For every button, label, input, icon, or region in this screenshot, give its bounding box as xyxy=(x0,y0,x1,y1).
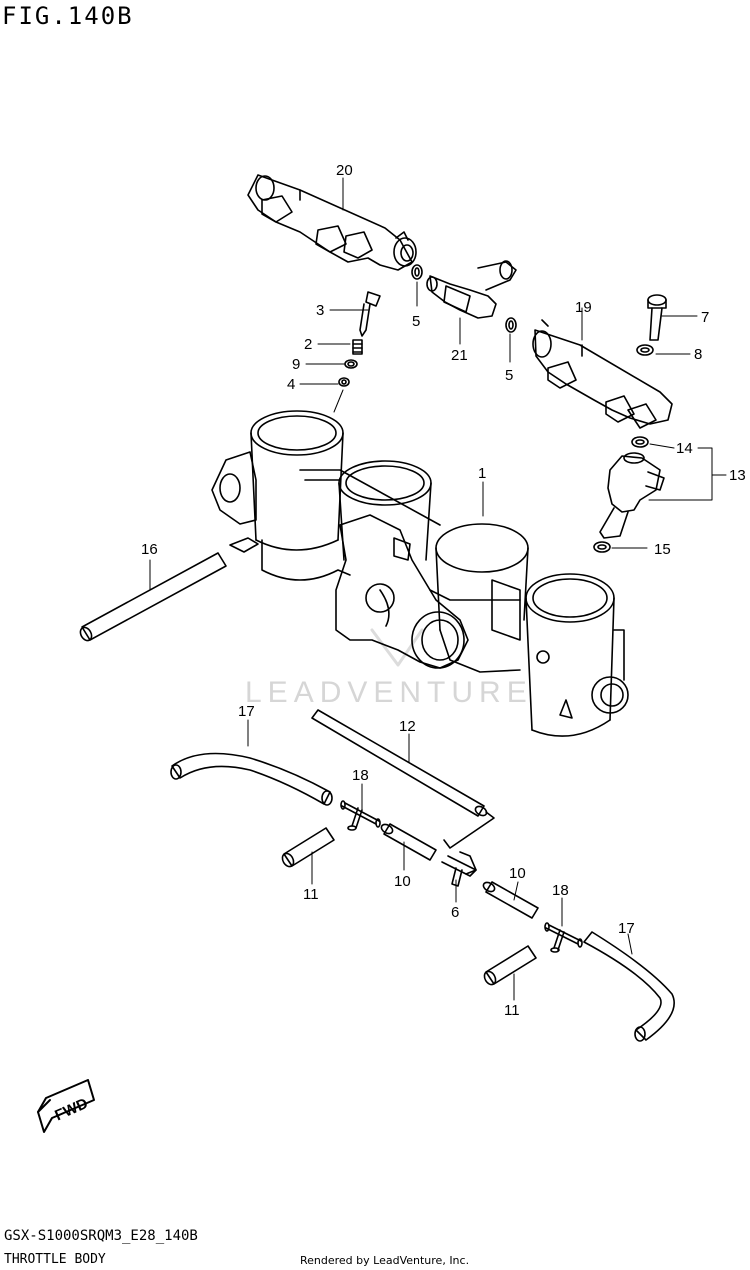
hose-11a[interactable] xyxy=(280,827,335,869)
hose-17a[interactable] xyxy=(170,752,333,806)
callout-11a: 11 xyxy=(303,886,319,903)
callout-18b: 18 xyxy=(552,882,569,899)
callout-11b: 11 xyxy=(504,1002,520,1019)
callout-12: 12 xyxy=(399,718,416,735)
rendered-by: Rendered by LeadVenture, Inc. xyxy=(300,1254,470,1267)
callout-4: 4 xyxy=(287,376,295,393)
fwd-label: FWD xyxy=(52,1095,90,1124)
hose-16[interactable] xyxy=(78,552,227,643)
callout-17a: 17 xyxy=(238,703,255,720)
hose-17b[interactable] xyxy=(583,931,675,1042)
washer-8[interactable] xyxy=(636,344,654,356)
callout-8: 8 xyxy=(694,346,702,363)
callout-20: 20 xyxy=(336,162,353,179)
bolt-7[interactable] xyxy=(647,294,667,341)
screw-3[interactable] xyxy=(359,291,381,337)
callout-7: 7 xyxy=(701,309,709,326)
callout-3: 3 xyxy=(316,302,324,319)
hose-12[interactable] xyxy=(311,709,495,849)
callout-9: 9 xyxy=(292,356,300,373)
callout-5b: 5 xyxy=(505,367,513,384)
callout-17b: 17 xyxy=(618,920,635,937)
callout-10a: 10 xyxy=(394,873,411,890)
section-name: THROTTLE BODY xyxy=(4,1252,106,1267)
callout-2: 2 xyxy=(304,336,312,353)
o-ring-14[interactable] xyxy=(631,436,649,448)
o-ring-5a[interactable] xyxy=(411,264,423,280)
callout-15: 15 xyxy=(654,541,671,558)
model-code: GSX-S1000SRQM3_E28_140B xyxy=(4,1228,198,1244)
callouts: 20 5 21 5 19 3 2 9 4 7 8 14 13 15 1 16 1… xyxy=(141,162,746,1019)
callout-6: 6 xyxy=(451,904,459,921)
o-ring-15[interactable] xyxy=(593,541,611,553)
o-ring-5b[interactable] xyxy=(505,317,517,333)
fuel-rail-20[interactable] xyxy=(247,174,417,271)
t-joint-18a[interactable] xyxy=(340,800,381,831)
joint-21[interactable] xyxy=(426,260,517,319)
washer-9[interactable] xyxy=(344,359,358,369)
fwd-arrow-icon: FWD xyxy=(37,1079,95,1133)
injector-13[interactable] xyxy=(599,452,665,539)
callout-14: 14 xyxy=(676,440,693,457)
callout-19: 19 xyxy=(575,299,592,316)
hose-11b[interactable] xyxy=(482,945,537,987)
throttle-body-1[interactable] xyxy=(211,410,629,737)
hose-10b[interactable] xyxy=(482,881,539,919)
t-joint-18b[interactable] xyxy=(544,922,583,953)
joint-6[interactable] xyxy=(441,851,477,887)
leader-lines xyxy=(149,177,727,1001)
o-ring-4[interactable] xyxy=(338,377,350,387)
hose-10a[interactable] xyxy=(380,823,437,861)
callout-5a: 5 xyxy=(412,313,420,330)
callout-21: 21 xyxy=(451,347,468,364)
callout-18a: 18 xyxy=(352,767,369,784)
watermark-text: LEADVENTURE xyxy=(245,676,533,709)
watermark: LEADVENTURE xyxy=(245,628,533,709)
fuel-rail-19[interactable] xyxy=(532,319,673,429)
spring-2[interactable] xyxy=(352,339,363,355)
callout-13: 13 xyxy=(729,467,746,484)
callout-10b: 10 xyxy=(509,865,526,882)
callout-16: 16 xyxy=(141,541,158,558)
figure-title: FIG.140B xyxy=(2,2,134,30)
callout-1: 1 xyxy=(478,465,486,482)
